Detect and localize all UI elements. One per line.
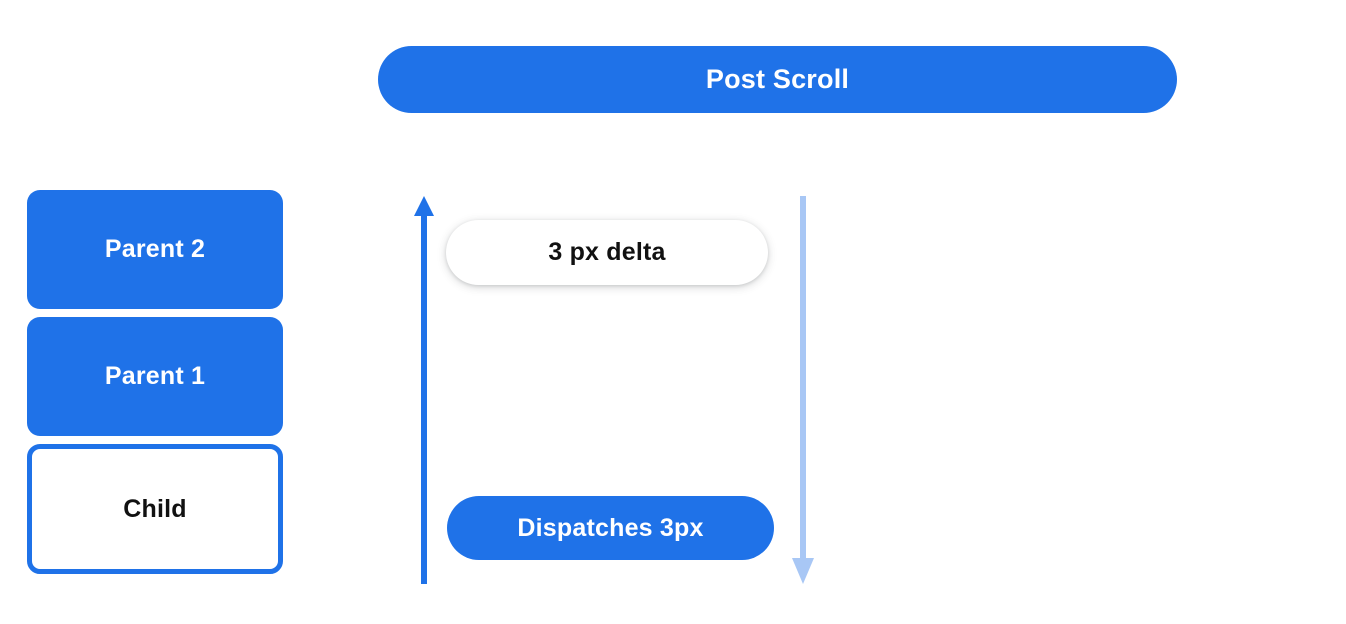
dispatch-pill: Dispatches 3px bbox=[447, 496, 774, 560]
delta-pill-label: 3 px delta bbox=[548, 238, 666, 266]
post-scroll-banner: Post Scroll bbox=[378, 46, 1177, 113]
parent-1-box: Parent 1 bbox=[27, 317, 283, 436]
child-box: Child bbox=[27, 444, 283, 574]
delta-pill: 3 px delta bbox=[446, 220, 768, 285]
parent-2-box: Parent 2 bbox=[27, 190, 283, 309]
scroll-down-arrow bbox=[789, 196, 817, 589]
view-hierarchy-stack: Parent 2 Parent 1 Child bbox=[27, 190, 283, 582]
parent-1-label: Parent 1 bbox=[104, 362, 206, 390]
scroll-up-arrow bbox=[410, 196, 438, 589]
post-scroll-banner-label: Post Scroll bbox=[705, 64, 850, 94]
parent-2-label: Parent 2 bbox=[104, 235, 206, 263]
child-label: Child bbox=[123, 494, 187, 523]
dispatch-pill-label: Dispatches 3px bbox=[517, 513, 704, 542]
